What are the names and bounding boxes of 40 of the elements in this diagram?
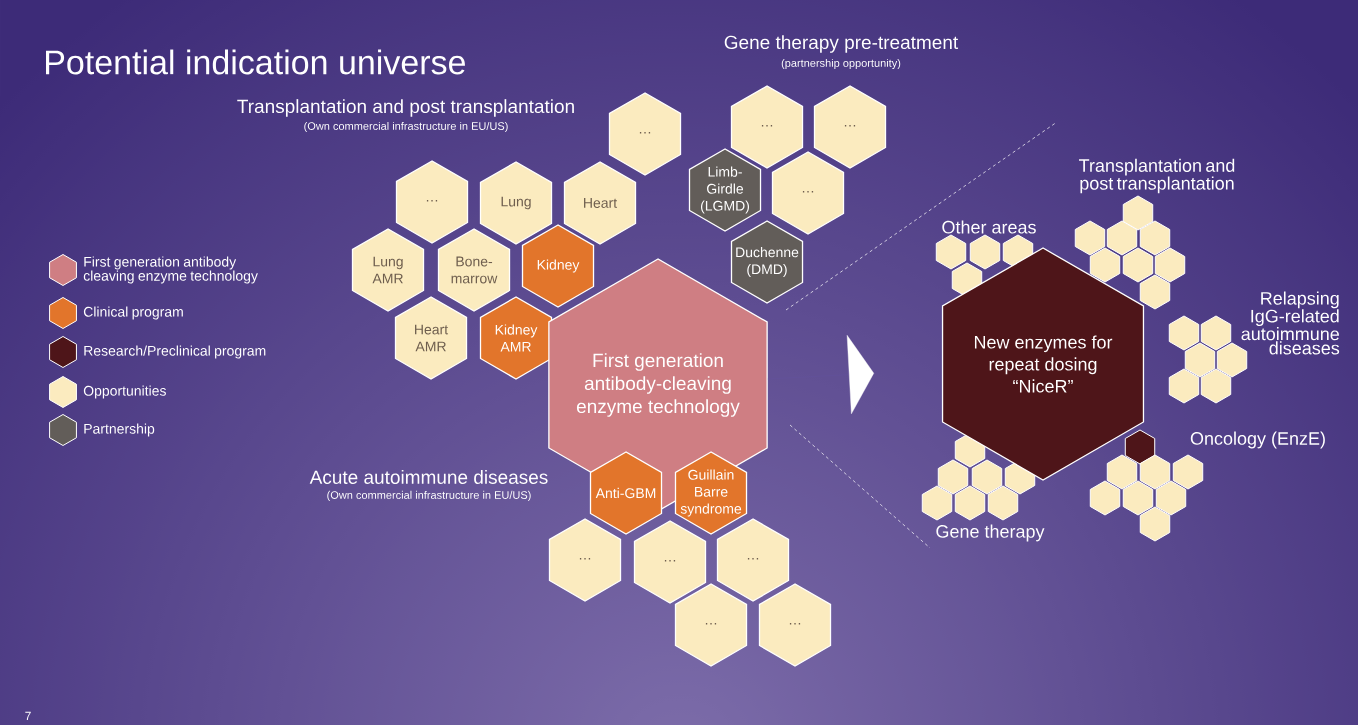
- hexagon-node: …: [730, 85, 804, 169]
- slide-title: Potential indication universe: [46, 49, 465, 75]
- legend-text: Partnership: [84, 423, 155, 437]
- group-heading: Acute autoimmune diseases: [309, 470, 548, 484]
- chevron-arrow: [767, 335, 874, 415]
- page-number: 7: [25, 711, 31, 721]
- hexagon-node: Lung AMR: [351, 228, 425, 312]
- hexagon-node: Kidney: [521, 224, 595, 308]
- hexagon-node: …: [716, 518, 790, 602]
- legend-text: Research/Preclinical program: [84, 345, 266, 359]
- hexagon-node: Bone-marrow: [437, 228, 511, 312]
- legend-text: First generation antibody cleaving enzyme technology: [83, 256, 258, 284]
- group-heading: Transplantation and post transplantation: [237, 99, 574, 117]
- group-subtitle: (partnership opportunity): [781, 58, 901, 70]
- group-subtitle: (Own commercial infrastructure in EU/US): [327, 490, 531, 502]
- large-hexagon: New enzymes for repeat dosing “NiceR”: [941, 247, 1145, 481]
- hexagon-node: Anti-GBM: [589, 451, 663, 535]
- group-heading: Oncology (EnzE): [1190, 431, 1325, 449]
- hexagon-node: Heart AMR: [394, 296, 468, 380]
- hexagon-node: Heart: [563, 161, 637, 245]
- hexagon-node: …: [395, 160, 469, 244]
- legend-text: Opportunities: [83, 385, 166, 399]
- hexagon-node: Lung: [479, 161, 553, 245]
- hexagon-node: …: [674, 583, 748, 667]
- group-subtitle: (Own commercial infrastructure in EU/US): [304, 121, 508, 133]
- hexagon-node: …: [771, 151, 845, 235]
- hexagon-node: Guillain Barre syndrome: [674, 451, 748, 535]
- group-heading: Relapsing IgG-related autoimmune diseases: [1241, 291, 1340, 355]
- group-heading: Gene therapy: [936, 524, 1045, 542]
- hexagon-node: Limb-Girdle (LGMD): [688, 148, 762, 232]
- hexagon-node: …: [633, 520, 707, 604]
- hexagon-node: …: [758, 583, 832, 667]
- hexagon-node: …: [548, 518, 622, 602]
- hexagon-node: …: [608, 92, 682, 176]
- hexagon-node: Duchenne (DMD): [730, 220, 804, 304]
- group-heading: Transplantation and post transplantation: [1079, 158, 1235, 194]
- hexagon-node: …: [813, 85, 887, 169]
- legend-text: Clinical program: [83, 306, 183, 320]
- group-heading: Gene therapy pre-treatment: [724, 35, 959, 53]
- hexagon-node: Kidney AMR: [479, 296, 553, 380]
